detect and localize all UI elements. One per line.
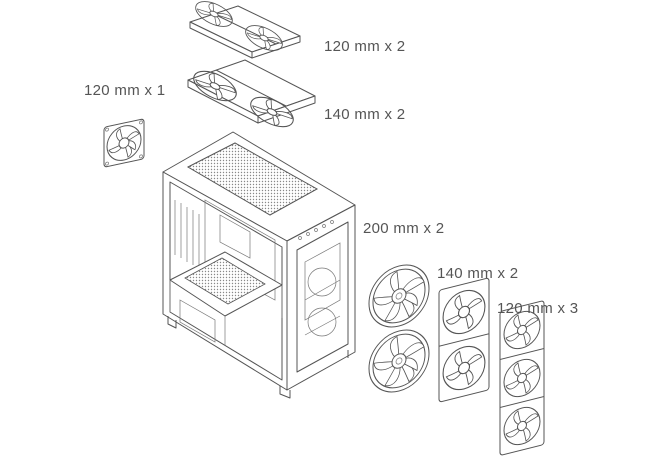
label-rear-120mm: 120 mm x 1 (84, 82, 166, 99)
front-fans-200mm (368, 258, 430, 399)
label-front-120mm: 120 mm x 3 (497, 300, 579, 317)
pc-case (162, 131, 356, 399)
label-front-140mm: 140 mm x 2 (437, 265, 519, 282)
label-top-120mm: 120 mm x 2 (324, 38, 406, 55)
label-front-200mm: 200 mm x 2 (363, 220, 445, 237)
rear-fan-120mm (103, 118, 145, 168)
front-fans-120mm (499, 300, 545, 456)
label-top-140mm: 140 mm x 2 (324, 106, 406, 123)
front-fans-140mm (438, 277, 490, 403)
top-fan-pair-140mm (187, 59, 316, 134)
top-fan-pair-120mm (189, 0, 301, 59)
